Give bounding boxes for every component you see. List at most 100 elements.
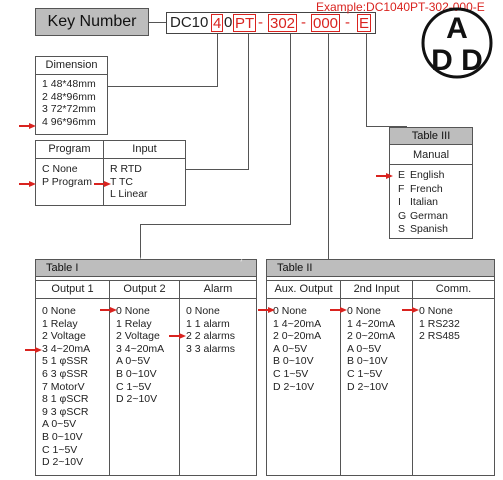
code-dash: - — [258, 14, 263, 31]
list-item: C 1~5V — [116, 380, 152, 393]
connector-line — [290, 34, 291, 224]
list-item: 1 RS232 — [419, 317, 460, 330]
list-item: B 0~10V — [273, 355, 314, 368]
selection-arrow-icon — [169, 333, 186, 339]
list-item: D 2~10V — [273, 380, 315, 393]
column-header: Aux. Output — [267, 281, 340, 299]
code-options: 000 — [311, 14, 341, 32]
column-divider — [109, 281, 110, 475]
list-item: A 0~5V — [42, 418, 77, 431]
comm-list: 0 None 1 RS232 2 RS485 — [413, 301, 460, 343]
item-code: F — [398, 182, 405, 195]
code-dash: - — [301, 14, 306, 31]
list-item: F French — [398, 183, 472, 197]
logo-letter-d: D — [431, 44, 453, 77]
code-input: PT — [233, 14, 257, 32]
selection-arrow-icon — [376, 173, 393, 179]
list-item: B 0~10V — [116, 367, 157, 380]
code-dash: - — [345, 14, 350, 31]
list-item: 0 None — [116, 305, 150, 317]
column-header: Output 1 — [36, 281, 109, 299]
item-code: G — [398, 209, 407, 222]
item-code: I — [398, 196, 401, 208]
list-item: A 0~5V — [273, 342, 308, 355]
list-item: 3 4~20mA — [116, 342, 165, 355]
input-list: R RTD T TC L Linear — [104, 159, 148, 201]
list-item: 0 None — [419, 305, 453, 317]
connector-line — [107, 86, 218, 87]
list-item: 1 1 alarm — [186, 317, 230, 330]
table-ii-body: Aux. Output 2nd Input Comm. 0 None 1 4~2… — [267, 277, 494, 475]
code-manual: E — [357, 14, 372, 32]
connector-line — [366, 126, 406, 127]
output1-list: 0 None 1 Relay 2 Voltage 3 4~20mA 5 1 φS… — [36, 301, 90, 469]
column-divider — [103, 141, 104, 205]
item-label: French — [410, 182, 443, 195]
item-label: English — [410, 169, 445, 181]
list-item: 3 3 alarms — [186, 342, 236, 355]
table-i-title: Table I — [36, 260, 256, 277]
code-prefix: DC10 — [170, 14, 209, 31]
list-item: L Linear — [110, 188, 148, 201]
key-number-label: Key Number — [35, 8, 149, 36]
key-number-code: DC10 4 0 PT - 302 - 000 - E — [166, 12, 376, 34]
column-divider — [412, 281, 413, 475]
connector-line — [248, 34, 249, 170]
list-item: 1 4~20mA — [273, 317, 322, 330]
list-item: 0 None — [186, 305, 220, 317]
output2-list: 0 None 1 Relay 2 Voltage 3 4~20mA A 0~5V… — [110, 301, 164, 406]
list-item: 2 Voltage — [116, 330, 160, 343]
aux-output-list: 0 None 1 4~20mA 2 0~20mA A 0~5V B 0~10V … — [267, 301, 321, 393]
list-item: 1 48*48mm — [42, 78, 96, 90]
connector-line — [140, 224, 141, 259]
list-item: 0 None — [42, 305, 76, 317]
list-item: 2 48*96mm — [42, 90, 96, 103]
logo-letter-a: A — [446, 12, 468, 45]
code-outputs: 302 — [268, 14, 298, 32]
column-header: Output 2 — [110, 281, 179, 299]
list-item: C None — [42, 163, 78, 175]
dimension-table: Dimension 1 48*48mm 2 48*96mm 3 72*72mm … — [35, 56, 108, 135]
list-item: A 0~5V — [116, 355, 151, 368]
list-item: 6 3 φSSR — [42, 367, 88, 380]
list-item: 3 72*72mm — [42, 103, 96, 116]
selection-arrow-icon — [94, 181, 111, 187]
list-item: 3 4~20mA — [42, 342, 91, 355]
item-label: Spanish — [410, 223, 448, 235]
list-item: 8 1 φSCR — [42, 393, 89, 406]
list-item: 2 RS485 — [419, 330, 460, 343]
connector-line — [366, 34, 367, 127]
program-input-table: Program Input C None P Program R RTD T T… — [35, 140, 186, 206]
list-item: 2 2 alarms — [186, 330, 236, 343]
list-item: R RTD — [110, 163, 142, 175]
list-item: B 0~10V — [347, 355, 388, 368]
selection-arrow-icon — [258, 307, 275, 313]
column-header: Alarm — [180, 281, 256, 299]
logo-letter-d: D — [461, 44, 483, 77]
list-item: 0 None — [273, 305, 307, 317]
connector-line — [217, 34, 218, 86]
table-iii-title: Table III — [390, 128, 472, 145]
item-label: German — [410, 209, 448, 222]
list-item: 9 3 φSCR — [42, 405, 89, 418]
watermark-text: Add Furnace Co.,Ltd. — [80, 243, 281, 264]
program-list: C None P Program — [36, 159, 92, 188]
input-title: Input — [104, 141, 185, 159]
table-i: Table I Output 1 Output 2 Alarm 0 None 1… — [35, 259, 257, 476]
item-label: Italian — [410, 196, 439, 208]
selection-arrow-icon — [402, 307, 419, 313]
list-item: 1 4~20mA — [347, 317, 396, 330]
column-divider — [340, 281, 341, 475]
list-item: 1 Relay — [42, 317, 78, 330]
list-item: T TC — [110, 175, 133, 188]
list-item: I Italian — [398, 196, 472, 210]
selection-arrow-icon — [19, 123, 36, 129]
list-item: 1 Relay — [116, 317, 152, 330]
table-iii-subtitle: Manual — [390, 147, 472, 165]
list-item: 2 0~20mA — [347, 330, 396, 343]
row-divider — [267, 280, 494, 281]
